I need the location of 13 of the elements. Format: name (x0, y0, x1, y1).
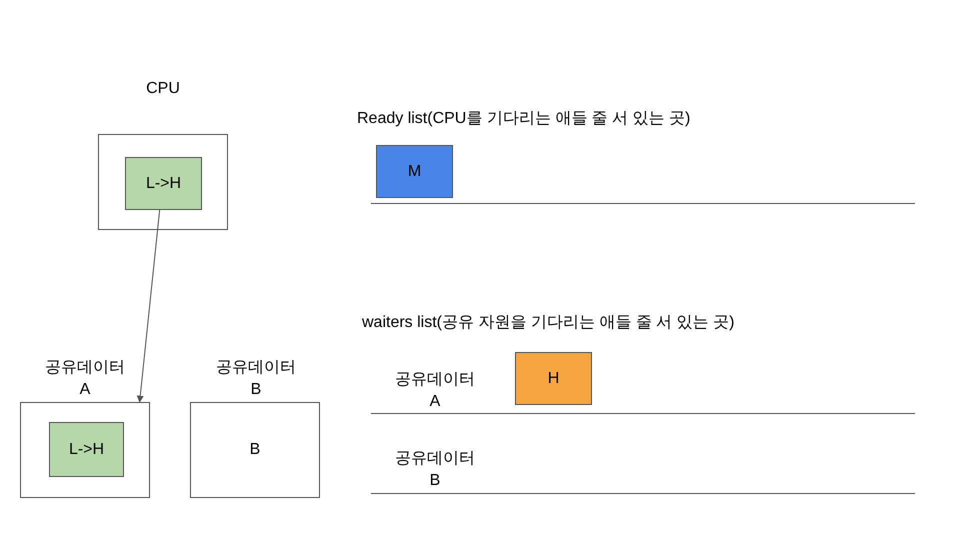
process-box: H (515, 352, 592, 405)
row-label: 공유데이터 B (394, 449, 476, 491)
box-label: B (248, 440, 262, 460)
arrow (136, 210, 160, 403)
process-box: L->H (125, 157, 202, 210)
list-title: waiters list(공유 자원을 기다리는 애들 줄 서 있는 곳) (362, 313, 734, 333)
process-box: L->H (49, 422, 124, 477)
process-box: M (376, 145, 453, 198)
box-heading: 공유데이터 B (215, 358, 297, 400)
list-title: Ready list(CPU를 기다리는 애들 줄 서 있는 곳) (357, 109, 690, 129)
row-label: 공유데이터 A (394, 370, 476, 412)
box-heading: CPU (145, 79, 181, 99)
box-heading: 공유데이터 A (44, 358, 126, 400)
